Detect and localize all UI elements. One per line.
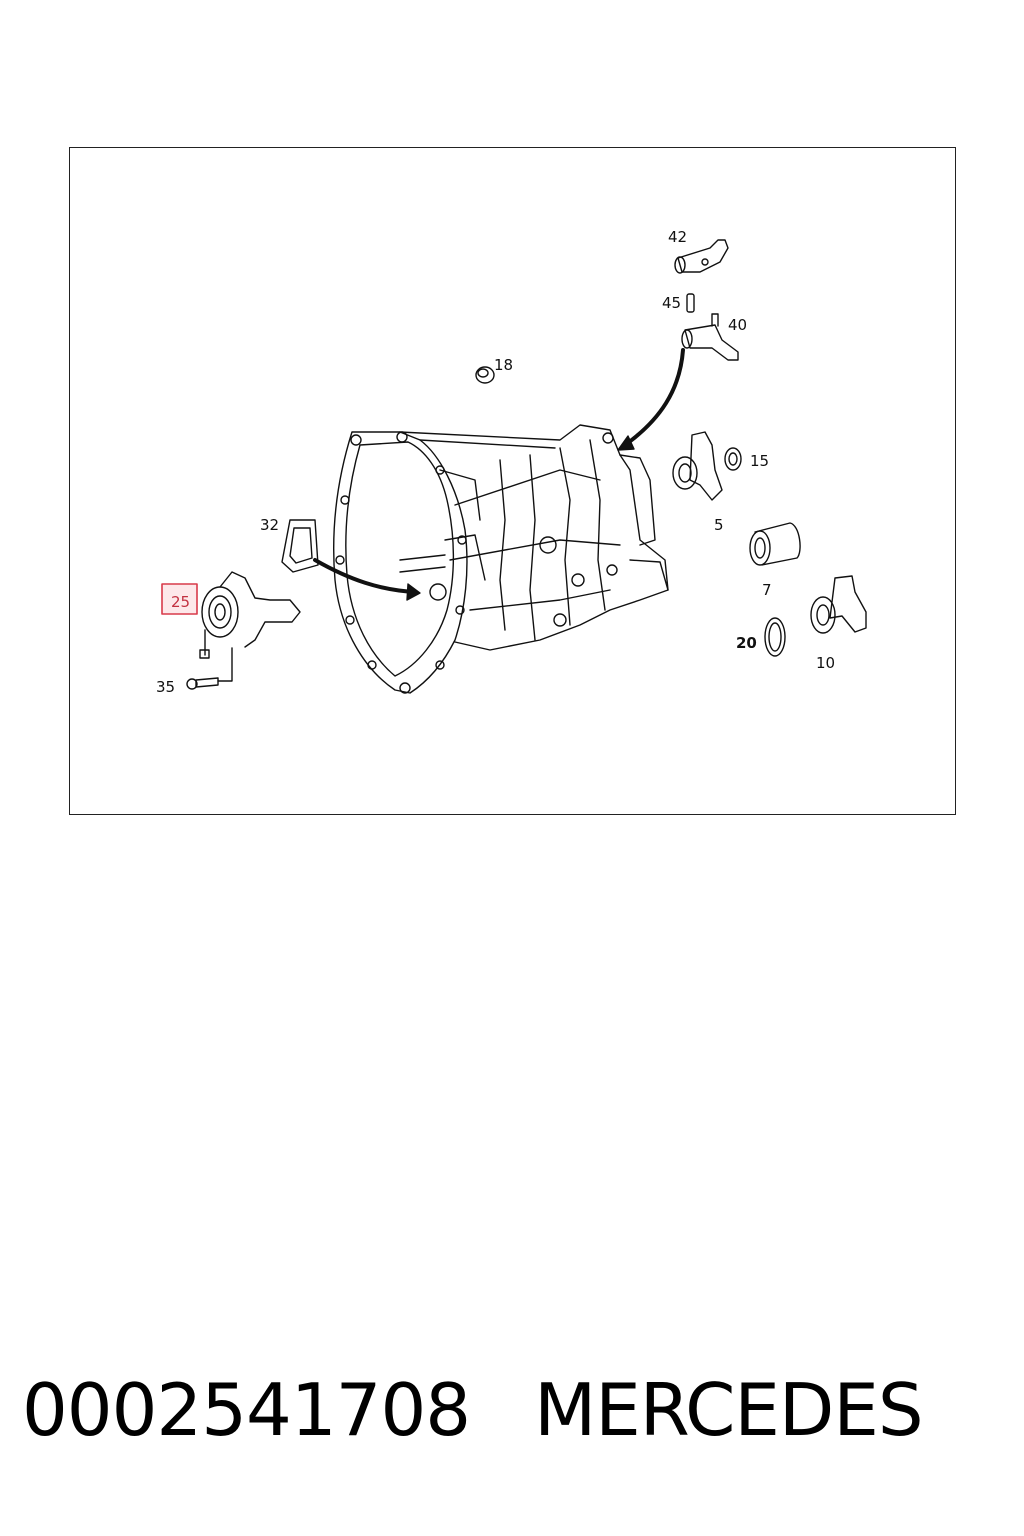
part-32-gasket [281, 519, 319, 573]
part-35-bolt [186, 647, 233, 690]
part-20-retaining-ring [764, 617, 786, 657]
callout-15: 15 [750, 452, 769, 470]
part-25-slave-cylinder [199, 571, 301, 659]
callout-25: 25 [171, 593, 190, 611]
callout-10: 10 [816, 654, 835, 672]
part-number: 0002541708 [22, 1368, 471, 1452]
callout-18: 18 [494, 356, 513, 374]
part-7-sleeve [749, 522, 801, 566]
part-45-pin [686, 293, 695, 313]
part-10-output-flange [810, 575, 867, 634]
exploded-parts-diagram: 42 45 40 18 15 5 32 7 25 20 10 35 [156, 228, 867, 696]
callout-5: 5 [714, 516, 724, 534]
callout-20: 20 [736, 634, 757, 652]
part-caption: 0002541708 MERCEDES [22, 1368, 1012, 1468]
callout-25-highlight: 25 [161, 583, 198, 615]
callout-35: 35 [156, 678, 175, 696]
part-40-shift-lever [681, 313, 739, 361]
part-15-seal [724, 447, 742, 471]
callout-40: 40 [728, 316, 747, 334]
callout-32: 32 [260, 516, 279, 534]
part-18-plug [475, 366, 495, 384]
part-42-selector-coupling [674, 239, 729, 274]
diagram-frame [69, 147, 956, 815]
callout-42: 42 [668, 228, 687, 246]
callout-45: 45 [662, 294, 681, 312]
callout-7: 7 [762, 581, 772, 599]
brand-name: MERCEDES [534, 1368, 923, 1452]
arrow-40-to-housing [617, 348, 685, 451]
part-5-flange [672, 431, 723, 501]
transmission-housing [333, 424, 669, 694]
arrow-32-to-housing [313, 558, 421, 601]
